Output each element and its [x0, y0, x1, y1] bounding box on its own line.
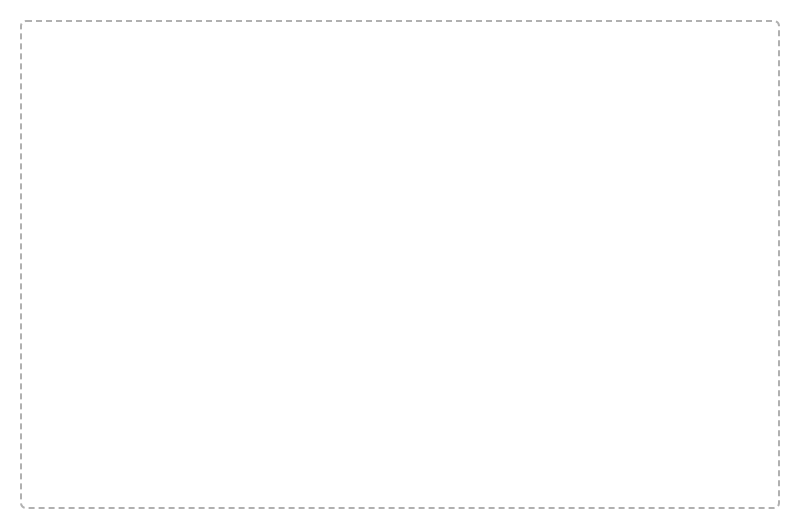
placeholder-frame [20, 20, 780, 509]
